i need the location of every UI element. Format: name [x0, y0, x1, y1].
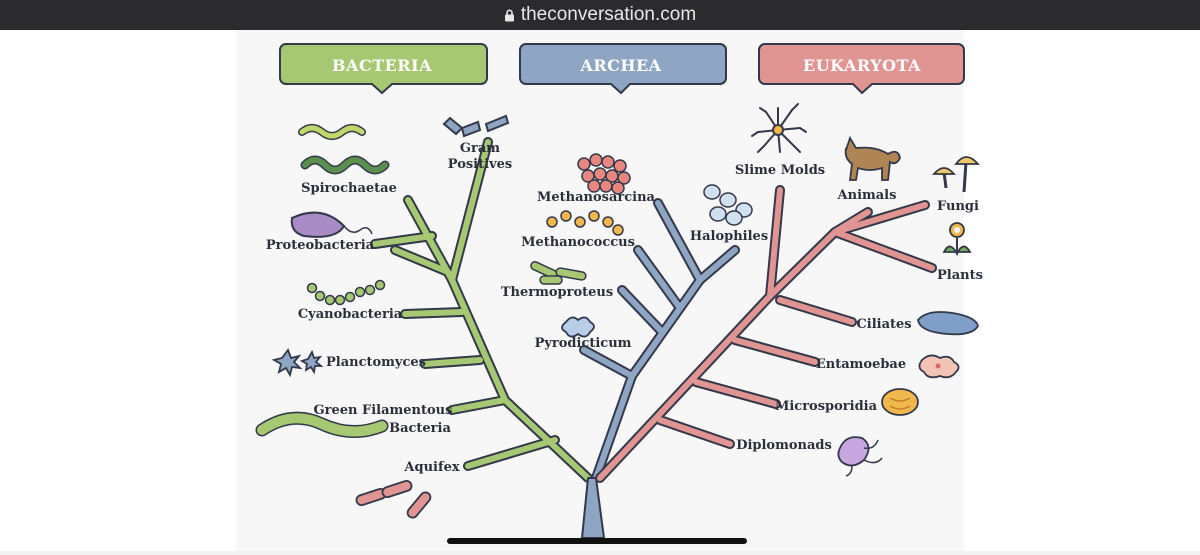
header-bacteria-title: BACTERIA [332, 56, 432, 75]
planctomyces-icon [271, 348, 324, 378]
label-thermoproteus: Thermoproteus [501, 285, 613, 300]
bacteria-labels: Spirochaetae Gram Positives Proteobacter… [266, 141, 512, 475]
label-proteobacteria: Proteobacteria [266, 238, 375, 253]
aquifex-icon [355, 480, 432, 519]
header-eukaryota: EUKARYOTA [758, 43, 965, 95]
header-archaea-title: ARCHEA [579, 56, 661, 75]
halophiles-icon [703, 184, 753, 226]
label-methanococcus: Methanococcus [521, 235, 635, 250]
label-aquifex: Aquifex [403, 460, 459, 475]
url-text[interactable]: theconversation.com [520, 4, 697, 25]
label-green-filamentous-line2: Bacteria [389, 421, 451, 436]
label-animals: Animals [837, 188, 897, 203]
header-bacteria: BACTERIA [279, 43, 488, 95]
label-spirochaetae: Spirochaetae [301, 181, 397, 196]
gram-positives-icon [442, 114, 510, 138]
bottom-divider [0, 551, 1200, 555]
home-indicator[interactable] [447, 538, 747, 544]
animals-icon [844, 135, 901, 181]
label-gram-positives-line2: Positives [448, 157, 512, 172]
header-eukaryota-title: EUKARYOTA [803, 56, 921, 75]
pyrodicticum-icon [561, 316, 595, 338]
label-slime-molds: Slime Molds [735, 163, 825, 178]
label-planctomyces: Planctomyces [326, 355, 426, 370]
green-filamentous-icon [255, 411, 389, 438]
label-methanosarcina: Methanosarcina [537, 190, 656, 205]
eukaryota-labels: Slime Molds Animals Fungi Plants Ciliate… [735, 163, 983, 453]
microsporidia-icon [881, 388, 919, 416]
label-green-filamentous-line1: Green Filamentous [314, 403, 453, 418]
fungi-icon [932, 156, 980, 193]
header-archaea: ARCHEA [519, 43, 727, 95]
spirochaetae-icon [298, 124, 390, 175]
label-fungi: Fungi [937, 199, 979, 214]
label-gram-positives-line1: Gram [460, 141, 500, 156]
label-ciliates: Ciliates [856, 317, 911, 332]
label-microsporidia: Microsporidia [775, 399, 878, 414]
methanococcus-icon [546, 210, 624, 236]
cyanobacteria-icon [306, 279, 386, 306]
lock-icon [504, 9, 514, 21]
diplomonads-icon [837, 436, 883, 477]
label-plants: Plants [937, 268, 983, 283]
slime-molds-icon [751, 103, 807, 153]
entamoebae-icon [918, 354, 960, 379]
label-cyanobacteria: Cyanobacteria [298, 307, 403, 322]
browser-url-bar[interactable]: theconversation.com [0, 0, 1200, 30]
label-entamoebae: Entamoebae [816, 357, 906, 372]
label-halophiles: Halophiles [690, 229, 768, 244]
ciliates-icon [917, 311, 979, 336]
archaea-labels: Methanosarcina Methanococcus Halophiles … [501, 190, 768, 351]
plants-icon [942, 222, 972, 257]
proteobacteria-icon [290, 211, 373, 238]
thermoproteus-icon [530, 261, 587, 285]
label-diplomonads: Diplomonads [736, 438, 832, 453]
label-pyrodicticum: Pyrodicticum [535, 336, 632, 351]
methanosarcina-icon [577, 153, 631, 195]
tree-branches [370, 137, 937, 539]
